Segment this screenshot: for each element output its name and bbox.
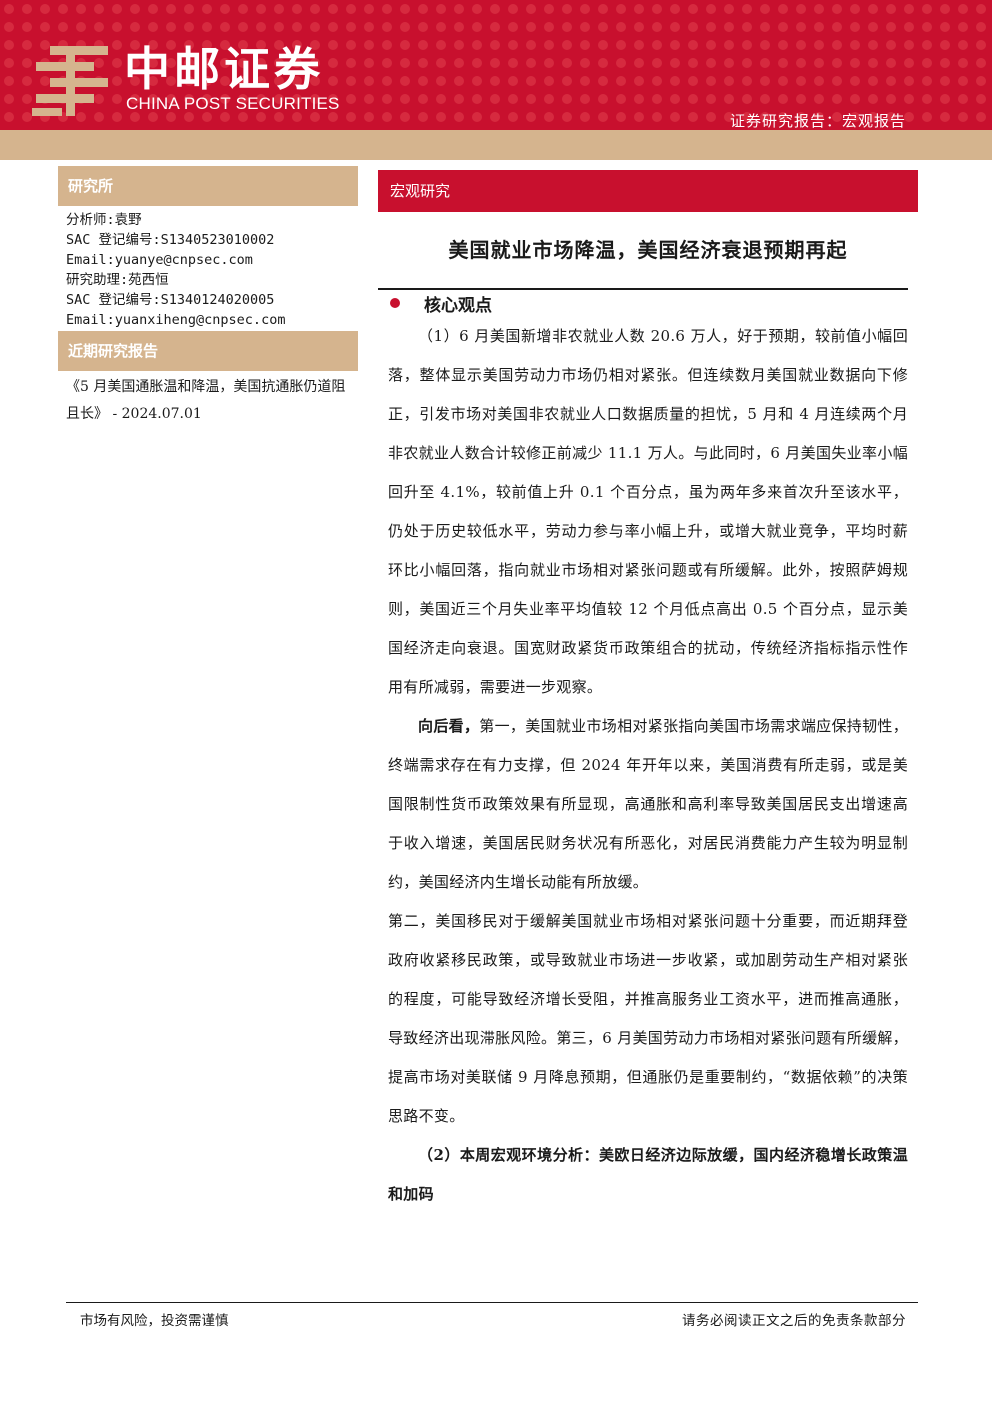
core-views-heading: 核心观点 <box>424 296 492 316</box>
paragraph-3: 第二，美国移民对于缓解美国就业市场相对紧张问题十分重要，而近期拜登政府收紧移民政… <box>388 912 908 1125</box>
report-title: 美国就业市场降温，美国经济衰退预期再起 <box>448 238 848 262</box>
analyst-sac-number: SAC 登记编号:S1340523010002 <box>66 232 275 248</box>
footer-disclaimer-note: 请务必阅读正文之后的免责条款部分 <box>682 1313 906 1329</box>
bullet-icon <box>390 298 400 308</box>
title-divider <box>378 288 908 290</box>
analyst-email[interactable]: Email:yuanye@cnpsec.com <box>66 252 253 268</box>
institute-heading: 研究所 <box>58 166 358 206</box>
brand-name-cn: 中邮证券 <box>124 42 324 96</box>
header-banner: 中邮证券 CHINA POST SECURITIES 证券研究报告：宏观报告 <box>0 0 992 130</box>
footer-divider <box>66 1302 918 1303</box>
report-date: 2024 年 7 月 7 日 <box>774 271 906 287</box>
section-label: 宏观研究 <box>378 170 918 212</box>
analyst-name: 分析师:袁野 <box>66 212 142 228</box>
assistant-name: 研究助理:苑西恒 <box>66 272 169 288</box>
banner-pattern <box>0 0 992 130</box>
footer-risk-note: 市场有风险，投资需谨慎 <box>80 1313 229 1329</box>
assistant-email[interactable]: Email:yuanxiheng@cnpsec.com <box>66 312 286 328</box>
china-post-logo-icon <box>32 46 108 116</box>
brand-name-en: CHINA POST SECURITIES <box>126 94 340 113</box>
paragraph-2-text: 第一，美国就业市场相对紧张指向美国市场需求端应保持韧性，终端需求存在有力支撑，但… <box>388 717 909 891</box>
paragraph-2-lead: 向后看， <box>418 717 480 735</box>
assistant-sac-number: SAC 登记编号:S1340124020005 <box>66 292 275 308</box>
recent-report-link[interactable]: 《5 月美国通胀温和降温，美国抗通胀仍道阻且长》 - 2024.07.01 <box>66 379 346 422</box>
recent-reports-heading: 近期研究报告 <box>58 331 358 371</box>
report-body: （1）6 月美国新增非农就业人数 20.6 万人，好于预期，较前值小幅回落，整体… <box>388 317 908 1214</box>
report-type: 证券研究报告：宏观报告 <box>729 112 906 130</box>
paragraph-4-subheading: （2）本周宏观环境分析：美欧日经济边际放缓，国内经济稳增长政策温和加码 <box>388 1146 908 1203</box>
paragraph-2: 向后看，第一，美国就业市场相对紧张指向美国市场需求端应保持韧性，终端需求存在有力… <box>388 707 908 902</box>
paragraph-1: （1）6 月美国新增非农就业人数 20.6 万人，好于预期，较前值小幅回落，整体… <box>388 327 908 696</box>
date-bar: 2024 年 7 月 7 日 <box>0 130 992 287</box>
